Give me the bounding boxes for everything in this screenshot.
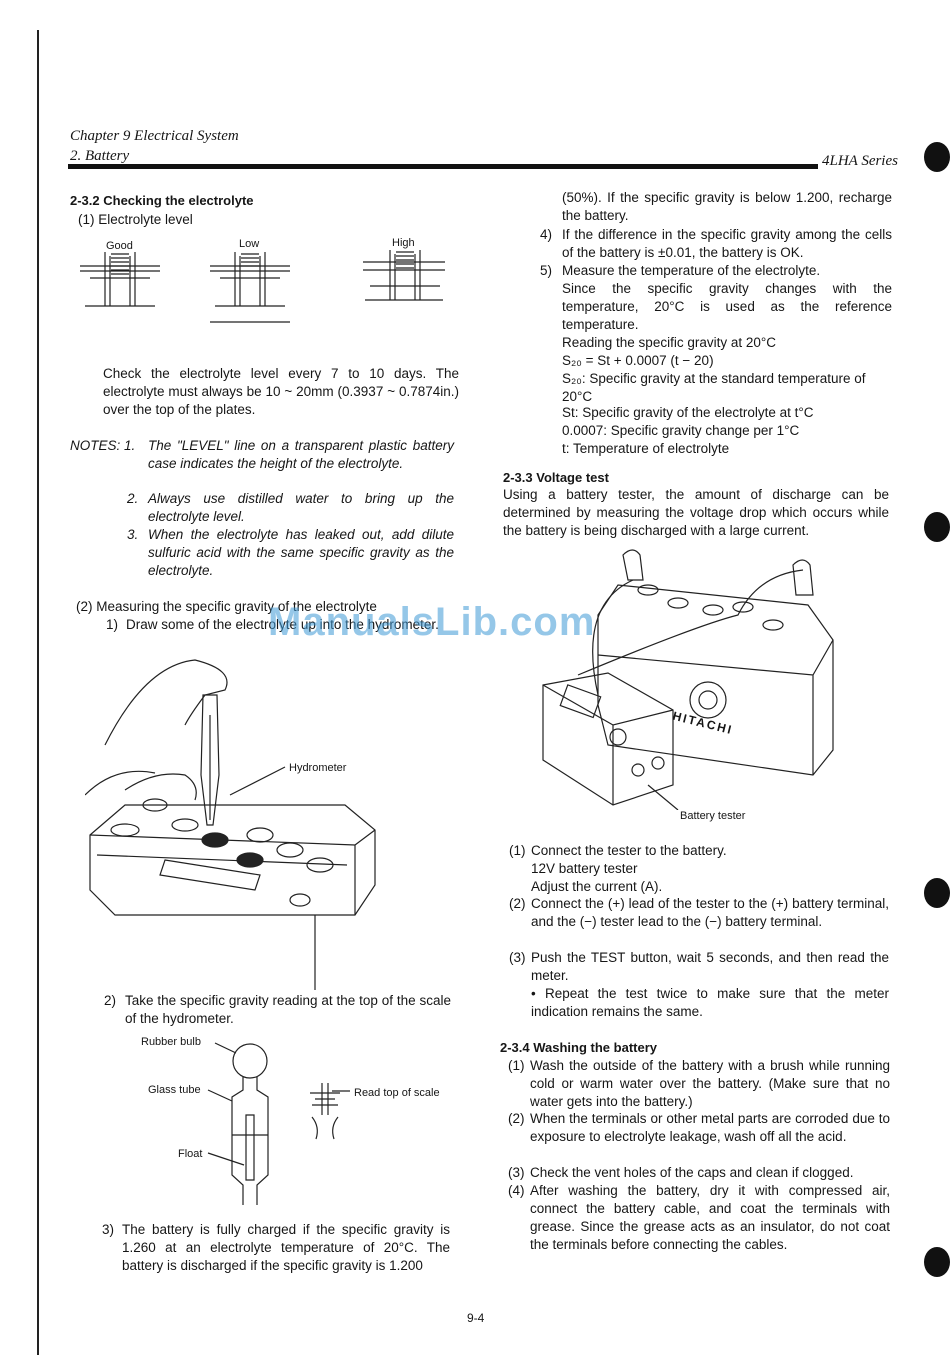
- formula: S₂₀ = St + 0.0007 (t − 20): [562, 353, 714, 368]
- wash-step-1-number: (1): [508, 1058, 525, 1073]
- margin-dot-1: [924, 142, 950, 172]
- hydrometer-label: Hydrometer: [289, 762, 347, 774]
- voltage-step-2-number: (2): [509, 896, 526, 911]
- read-top-of-scale-label: Read top of scale: [354, 1087, 440, 1099]
- wash-step-1: Wash the outside of the battery with a b…: [530, 1058, 890, 1109]
- electrolyte-level-diagram: [80, 250, 445, 323]
- series-label: 4LHA Series: [822, 153, 898, 169]
- chapter-title: Chapter 9 Electrical System: [70, 128, 239, 144]
- voltage-step-1-number: (1): [509, 843, 526, 858]
- step-3: The battery is fully charged if the spec…: [122, 1222, 450, 1273]
- binding-margin-line: [37, 30, 39, 1355]
- note-3: When the electrolyte has leaked out, add…: [148, 527, 454, 578]
- section-2-3-2-heading: 2-3.2 Checking the electrolyte: [70, 193, 254, 208]
- level-label-low: Low: [239, 238, 260, 250]
- step-4-number: 4): [540, 227, 553, 242]
- watermark: ManualsLib.com: [268, 600, 596, 644]
- glass-tube-label: Glass tube: [148, 1084, 201, 1096]
- margin-dot-2: [924, 512, 950, 542]
- hydrometer-diagram: [207, 1042, 350, 1205]
- step-2: Take the specific gravity reading at the…: [125, 993, 451, 1026]
- level-good-figure: [80, 252, 160, 307]
- wash-step-4: After washing the battery, dry it with c…: [530, 1183, 890, 1252]
- definition-s20: S₂₀: Specific gravity at the standard te…: [562, 371, 866, 404]
- voltage-step-1-adjust: Adjust the current (A).: [531, 879, 663, 894]
- step-1: Draw some of the electrolyte up into the…: [126, 617, 439, 632]
- note-3-number: 3.: [127, 527, 139, 542]
- level-label-high: High: [392, 237, 415, 249]
- voltage-step-3: Push the TEST button, wait 5 seconds, an…: [531, 950, 889, 983]
- wash-step-2: When the terminals or other metal parts …: [530, 1111, 890, 1144]
- wash-step-2-number: (2): [508, 1111, 525, 1126]
- step-1-number: 1): [106, 617, 119, 632]
- voltage-step-1-tester: 12V battery tester: [531, 861, 638, 876]
- step-5-explanation: Since the specific gravity changes with …: [562, 281, 892, 332]
- note-1: The "LEVEL" line on a transparent plasti…: [148, 438, 454, 471]
- hydrometer-battery-illustration: [85, 659, 376, 990]
- section-2-3-4-heading: 2-3.4 Washing the battery: [500, 1040, 657, 1055]
- header-rule: [68, 164, 818, 169]
- note-2-number: 2.: [127, 491, 139, 506]
- check-level-paragraph: Check the electrolyte level every 7 to 1…: [103, 366, 459, 417]
- step-4: If the difference in the specific gravit…: [562, 227, 892, 260]
- step-2-number: 2): [104, 993, 117, 1008]
- voltage-step-3-number: (3): [509, 950, 526, 965]
- page-number: 9-4: [467, 1311, 485, 1325]
- margin-dot-3: [924, 878, 950, 908]
- section-title: 2. Battery: [70, 148, 130, 164]
- level-high-figure: [363, 250, 445, 301]
- voltage-step-3-repeat: • Repeat the test twice to make sure tha…: [531, 986, 889, 1019]
- step-3-continued: (50%). If the specific gravity is below …: [562, 190, 892, 223]
- float-label: Float: [178, 1148, 203, 1160]
- definition-t: t: Temperature of electrolyte: [562, 441, 730, 456]
- note-2: Always use distilled water to bring up t…: [148, 491, 454, 524]
- battery-tester-label: Battery tester: [680, 810, 746, 822]
- section-2-3-3-heading: 2-3.3 Voltage test: [503, 470, 609, 485]
- voltage-step-1: Connect the tester to the battery.: [531, 843, 727, 858]
- voltage-step-2: Connect the (+) lead of the tester to th…: [531, 896, 889, 929]
- step-5-number: 5): [540, 263, 553, 278]
- step-3-number: 3): [102, 1222, 115, 1237]
- definition-coefficient: 0.0007: Specific gravity change per 1°C: [562, 423, 800, 438]
- step-5: Measure the temperature of the electroly…: [562, 263, 821, 278]
- level-low-figure: [210, 252, 290, 323]
- specific-gravity-item: (2) Measuring the specific gravity of th…: [76, 599, 377, 614]
- wash-step-3-number: (3): [508, 1165, 525, 1180]
- level-label-good: Good: [106, 240, 133, 252]
- voltage-test-paragraph: Using a battery tester, the amount of di…: [503, 487, 889, 538]
- electrolyte-level-item: (1) Electrolyte level: [78, 212, 193, 227]
- rubber-bulb-label: Rubber bulb: [141, 1036, 201, 1048]
- step-5-reading: Reading the specific gravity at 20°C: [562, 335, 777, 350]
- wash-step-3: Check the vent holes of the caps and cle…: [530, 1165, 854, 1180]
- battery-tester-illustration: [542, 549, 834, 810]
- definition-st: St: Specific gravity of the electrolyte …: [562, 405, 814, 420]
- notes-label: NOTES: 1.: [70, 438, 136, 453]
- wash-step-4-number: (4): [508, 1183, 525, 1198]
- margin-dot-4: [924, 1247, 950, 1277]
